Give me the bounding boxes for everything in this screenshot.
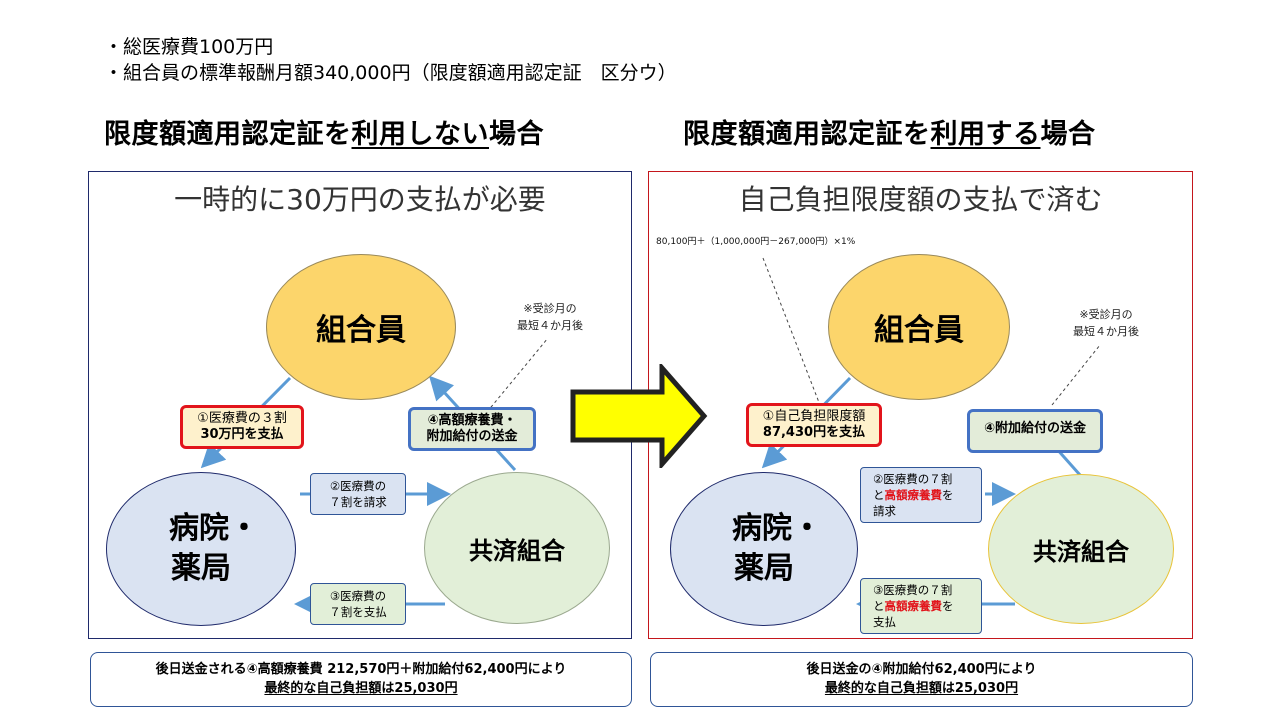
left-member-node: 組合員 <box>266 254 456 400</box>
right-member-node: 組合員 <box>828 254 1010 400</box>
left-summary: 後日送金される④高額療養費 212,570円＋附加給付62,400円により 最終… <box>90 652 632 707</box>
right-timing-note: ※受診月の最短４か月後 <box>1073 308 1139 338</box>
right-hospital-node: 病院・薬局 <box>670 472 858 626</box>
left-hospital-node: 病院・薬局 <box>106 472 296 626</box>
left-panel-title: 一時的に30万円の支払が必要 <box>174 183 546 216</box>
limit-formula: 80,100円＋（1,000,000円－267,000円）×1% <box>656 237 856 247</box>
left-panel: 一時的に30万円の支払が必要 <box>88 171 632 639</box>
conditions-list: ・総医療費100万円 ・組合員の標準報酬月額340,000円（限度額適用認定証 … <box>104 34 677 86</box>
right-label-claim: ②医療費の７割 と高額療養費を 請求 <box>860 467 982 523</box>
left-timing-note: ※受診月の最短４か月後 <box>517 302 583 332</box>
right-label-refund: ④附加給付の送金 <box>967 409 1103 453</box>
left-mutual-node: 共済組合 <box>424 472 610 624</box>
right-label-pay: ③医療費の７割 と高額療養費を 支払 <box>860 578 982 634</box>
big-right-arrow-icon <box>570 364 708 468</box>
right-panel-title: 自己負担限度額の支払で済む <box>738 183 1103 216</box>
condition-salary: ・組合員の標準報酬月額340,000円（限度額適用認定証 区分ウ） <box>104 62 677 84</box>
left-label-refund: ④高額療養費・附加給付の送金 <box>408 407 536 451</box>
right-heading: 限度額適用認定証を利用する場合 <box>683 119 1096 150</box>
right-mutual-node: 共済組合 <box>988 474 1174 624</box>
condition-total-cost: ・総医療費100万円 <box>104 36 274 58</box>
left-heading: 限度額適用認定証を利用しない場合 <box>104 119 544 150</box>
right-summary: 後日送金の④附加給付62,400円により 最終的な自己負担額は25,030円 <box>650 652 1193 707</box>
